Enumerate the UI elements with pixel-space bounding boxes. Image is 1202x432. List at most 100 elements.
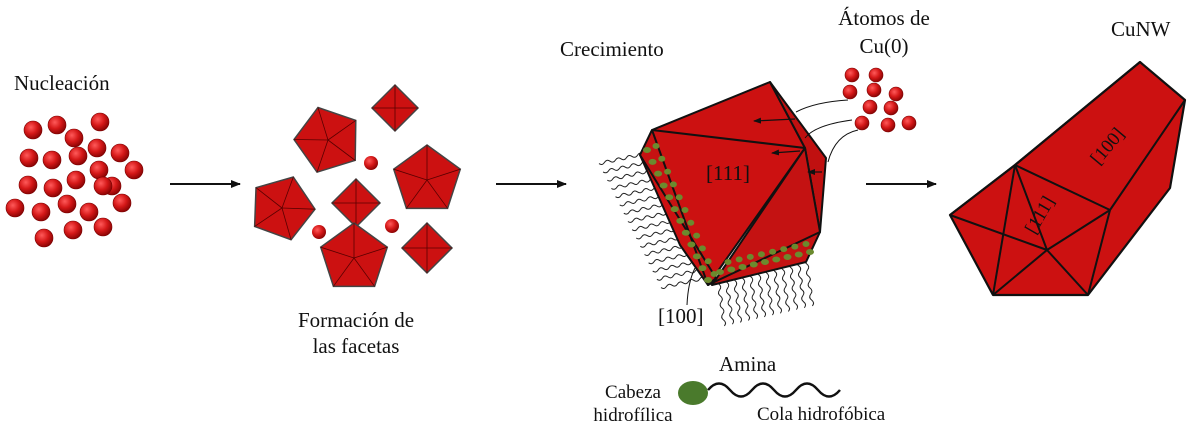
pentagon-seed (392, 144, 462, 210)
facet-100-leader (686, 267, 696, 306)
nanowire-edge (949, 164, 1016, 216)
nucleus-sphere (124, 160, 144, 180)
cu-atom (844, 67, 860, 83)
amine-tail-left (602, 160, 648, 174)
amine-tail-bottom (788, 261, 799, 310)
facet-edge (406, 179, 428, 209)
cu-atom (842, 84, 858, 100)
nanowire-edge (1109, 99, 1186, 211)
amine-tail-bottom (756, 268, 767, 318)
amine-tail-bottom (772, 264, 783, 314)
atom-trajectory (795, 99, 849, 113)
small-seed-sphere (364, 156, 378, 170)
facet-edge (255, 187, 283, 209)
cu-atom (862, 99, 878, 115)
atom-trajectory (827, 129, 859, 163)
amine-tail-bottom (796, 259, 807, 309)
facet-edge (281, 176, 294, 209)
facet-edge (327, 139, 356, 161)
nucleus-sphere (5, 198, 25, 218)
amine-head-dot (769, 248, 777, 255)
amine-tail-left (627, 210, 673, 223)
amine-head-dot (757, 251, 765, 258)
atom-trajectory (804, 119, 853, 139)
deposition-arrow (771, 149, 801, 156)
amine-head-dot (648, 158, 657, 165)
cu-atoms-cluster (842, 67, 917, 133)
nucleus-sphere (31, 202, 51, 222)
facets-label-line2: las facetas (312, 334, 400, 358)
amine-head-dot (693, 232, 701, 239)
amine-head-dot (716, 269, 724, 275)
nucleus-sphere (79, 202, 99, 222)
amine-head-dot (704, 258, 712, 265)
facet-edge (281, 207, 315, 210)
nanowire-edge (1087, 209, 1111, 296)
amine-head-dot (665, 194, 674, 201)
amine-tail-bottom (780, 263, 791, 312)
amine-tail-left (607, 169, 652, 182)
nanowire-label: CuNW (1111, 17, 1171, 41)
amine-head-dot (670, 206, 679, 213)
nucleus-sphere (87, 138, 107, 158)
cu-atom (854, 115, 870, 131)
facet-edge (316, 139, 329, 173)
amine-head-dot (659, 182, 668, 189)
amine-head-dot (669, 181, 677, 188)
amine-tail-bottom (724, 275, 735, 325)
nuclei-cluster (5, 112, 144, 248)
atoms-label-line1: Átomos de (838, 6, 930, 30)
diamond-seed (370, 83, 420, 133)
nucleus-sphere (90, 112, 110, 132)
facet-edge (333, 257, 355, 287)
amine-head-dot (692, 253, 701, 260)
nucleus-sphere (93, 176, 113, 196)
amine-head-dot (654, 170, 663, 177)
amine-head-dot (675, 194, 683, 201)
amine-head-dot (704, 277, 712, 283)
facet-edge (353, 257, 375, 287)
amine-head-dot (780, 246, 788, 253)
hydrophobic-tail-icon (707, 382, 841, 398)
amine-tail-left (652, 260, 698, 273)
amine-tail-left (656, 268, 702, 281)
pentagon-seed (253, 176, 316, 241)
amine-head-dot (698, 245, 706, 252)
pentagon-seed (293, 106, 357, 174)
amine-tail-bottom (748, 270, 759, 320)
amine-head-dot (652, 143, 660, 149)
amine-tail-left (598, 152, 644, 166)
growth-label: Crecimiento (560, 37, 664, 61)
amine-head-dot (735, 256, 743, 263)
nucleus-sphere (47, 115, 67, 135)
facet-edge (353, 246, 388, 259)
amine-head-dot (791, 243, 799, 250)
diamond-seed (330, 177, 382, 229)
cu-atom (866, 82, 882, 98)
nanowire-edge (1014, 164, 1048, 251)
facet-edge (281, 207, 292, 240)
amine-head-dot (746, 253, 754, 260)
nucleus-sphere (64, 128, 84, 148)
nucleus-sphere (34, 228, 54, 248)
nucleus-sphere (23, 120, 43, 140)
nucleus-sphere (43, 178, 63, 198)
diamond-seed (400, 221, 454, 275)
growing-particle: [111] (598, 81, 827, 327)
nanowire-edge (992, 164, 1016, 296)
facets-label-line1: Formación de (297, 308, 415, 332)
nanowire-edge (992, 249, 1048, 296)
facet-edge (320, 246, 355, 259)
cu-atom (883, 100, 899, 116)
particle-edge (651, 129, 806, 149)
amine-head-dot (698, 265, 707, 272)
nucleus-sphere (89, 160, 109, 180)
nucleus-sphere (68, 146, 88, 166)
hydrophobic-tail-label: Cola hidrofóbica (757, 404, 886, 425)
cu-atom (868, 67, 884, 83)
amine-tail-left (660, 276, 706, 290)
hydrophilic-head-label-line1: Cabeza (605, 382, 661, 403)
nanowire-edge (1014, 164, 1111, 211)
nucleus-sphere (19, 148, 39, 168)
